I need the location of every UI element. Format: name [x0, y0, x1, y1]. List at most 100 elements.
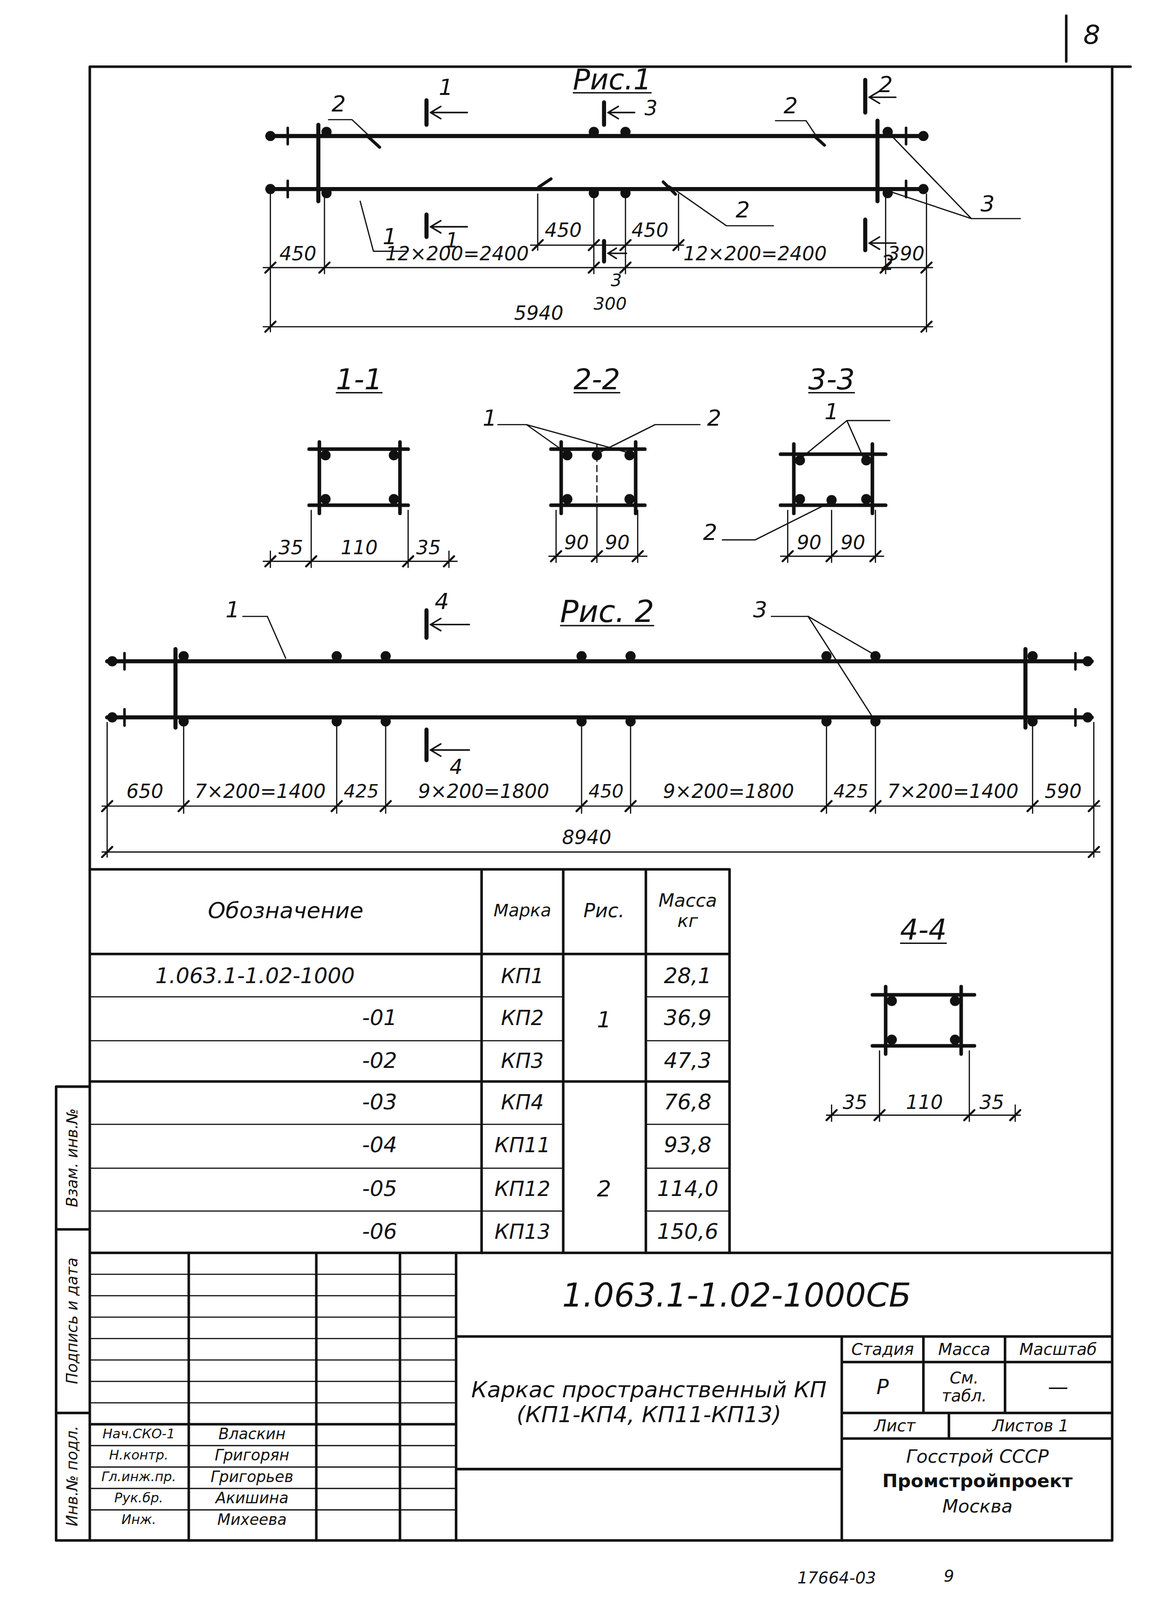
table-cell: 76,8 — [663, 1091, 712, 1115]
dimension: 425 — [833, 781, 869, 802]
role-name: Гл.инж.пр. — [101, 1470, 177, 1485]
sheet-frame — [56, 15, 1131, 1542]
person-name: Григорьев — [210, 1469, 294, 1487]
role-name: Нач.СКО-1 — [102, 1427, 175, 1443]
callout-number: 2 — [735, 197, 750, 223]
callout-number: 2 — [783, 93, 798, 119]
table-grid — [89, 869, 730, 1254]
dimension: 9×200=1800 — [663, 781, 795, 803]
table-cell: КП2 — [500, 1006, 544, 1030]
organization: Промстройпроект — [882, 1471, 1073, 1492]
title-block-field: Лист — [874, 1417, 916, 1436]
dimension: 450 — [588, 781, 624, 802]
dimension-line — [263, 510, 1021, 1122]
title-block-grid — [89, 1253, 1113, 1542]
table-cell: КП3 — [500, 1049, 544, 1073]
section-title: 2-2 — [573, 364, 621, 396]
table-cell: КП12 — [494, 1178, 551, 1202]
section-mark: 3 — [644, 96, 658, 120]
title-block-field: См. табл. — [928, 1369, 1001, 1406]
bar-tick — [287, 127, 907, 198]
section-title: 3-3 — [808, 364, 855, 396]
document-title: Каркас пространственный КП (КП1-КП4, КП1… — [465, 1378, 833, 1428]
title-block-field: Р — [876, 1376, 890, 1400]
table-cell: 36,9 — [663, 1006, 712, 1031]
dimension: 450 — [279, 243, 317, 265]
weld-dot — [112, 656, 1089, 722]
dimension: 8940 — [562, 827, 612, 849]
dimension: 650 — [126, 781, 164, 803]
table-header: Рис. — [583, 900, 625, 922]
section-mark — [426, 79, 866, 262]
longitudinal-bar — [106, 649, 1092, 728]
dimension: 90 — [796, 532, 822, 554]
dimension-tick — [101, 801, 1099, 858]
dimension: 390 — [887, 243, 925, 265]
dimension: 7×200=1400 — [887, 781, 1019, 803]
callout-number: 1 — [482, 406, 497, 431]
title-block-field: Листов 1 — [992, 1417, 1069, 1436]
callout-number: 3 — [753, 597, 768, 623]
dimension: 12×200=2400 — [385, 243, 529, 265]
table-cell: КП11 — [494, 1134, 551, 1158]
dimension: 35 — [842, 1092, 868, 1114]
leader-line — [328, 119, 1021, 252]
callout-number: 3 — [980, 191, 996, 217]
weld-dot — [325, 455, 955, 1041]
dimension: 9×200=1800 — [418, 781, 549, 803]
section-title: 1-1 — [335, 364, 383, 396]
leader-line — [242, 616, 874, 719]
callout-number: 1 — [824, 400, 839, 425]
title-block-field: Масса — [938, 1341, 991, 1360]
callout-number: 2 — [331, 91, 347, 117]
callout-number: 1 — [225, 597, 240, 623]
table-cell: -04 — [362, 1134, 398, 1158]
section-mark: 4 — [449, 756, 463, 779]
table-cell: 28,1 — [663, 964, 712, 989]
callout-number: 2 — [706, 406, 722, 431]
table-cell: 47,3 — [663, 1049, 712, 1073]
dimension: 35 — [416, 537, 442, 559]
figure-title: Рис. 2 — [559, 595, 654, 630]
sheet-number: 8 — [1083, 21, 1101, 51]
table-cell: -03 — [362, 1091, 398, 1115]
table-cell: -06 — [362, 1220, 398, 1245]
stamp-field: Инв.№ подл. — [64, 1425, 82, 1527]
extension-line — [106, 722, 1094, 858]
section-mark — [424, 610, 429, 761]
table-cell: КП13 — [494, 1221, 551, 1244]
bar-tick — [124, 653, 1076, 726]
dimension: 90 — [605, 532, 630, 554]
dimension: 90 — [840, 532, 866, 554]
table-cell: -01 — [362, 1006, 398, 1031]
dimension: 110 — [906, 1092, 943, 1114]
section-bar — [309, 441, 975, 1054]
dimension-tick — [265, 240, 932, 332]
section-mark: 3 — [610, 270, 622, 290]
stamp-field: Взам. инв.№ — [64, 1108, 82, 1208]
title-block-grid — [89, 1274, 457, 1511]
table-cell: КП4 — [500, 1091, 544, 1115]
person-name: Власкин — [218, 1426, 286, 1444]
section-arrow — [430, 91, 896, 259]
callout-number: 2 — [702, 520, 718, 546]
dimension: 90 — [564, 532, 589, 554]
section-title: 4-4 — [900, 914, 947, 947]
dimension-line — [101, 806, 1100, 853]
dimension: 300 — [593, 294, 627, 314]
role-name: Инж. — [121, 1513, 156, 1528]
archive-number: 9 — [943, 1567, 955, 1586]
role-name: Рук.бр. — [114, 1491, 164, 1507]
table-cell: 1 — [596, 1007, 612, 1033]
dimension: 12×200=2400 — [683, 243, 827, 265]
document-code: 1.063.1-1.02-1000СБ — [562, 1277, 912, 1314]
role-name: Н.контр. — [109, 1448, 169, 1464]
dimension: 590 — [1044, 781, 1082, 803]
table-cell: -05 — [362, 1177, 398, 1202]
person-name: Акишина — [215, 1490, 289, 1508]
table-grid — [89, 997, 730, 1212]
dimension-tick — [265, 551, 1021, 1121]
dimension: 35 — [278, 537, 304, 559]
archive-number: 17664-03 — [797, 1569, 876, 1588]
